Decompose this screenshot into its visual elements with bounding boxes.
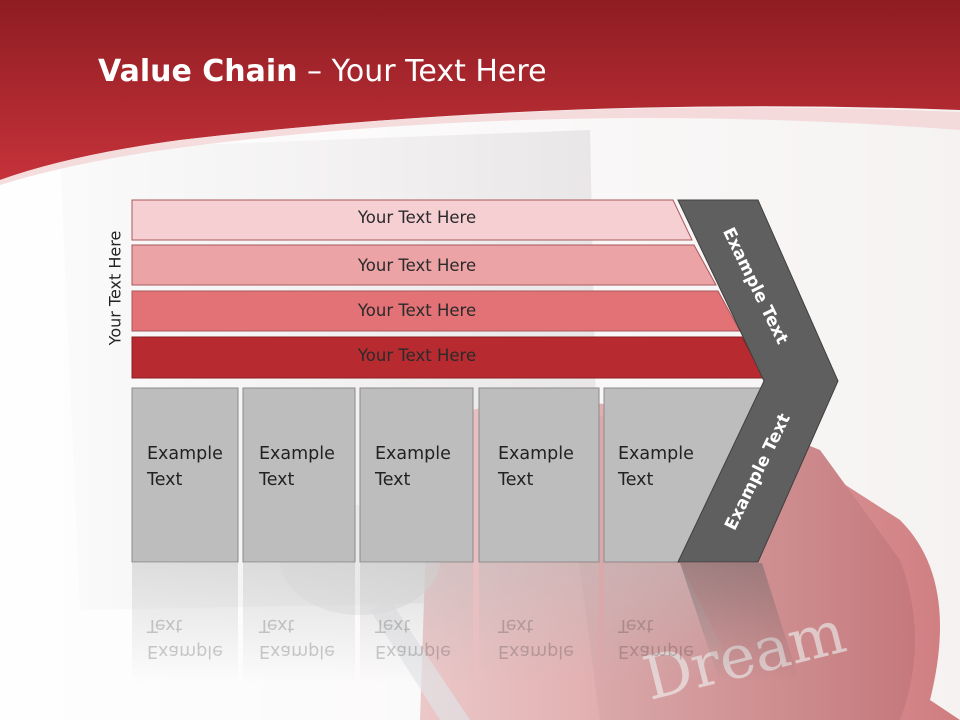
side-label-text: Your Text Here [105, 230, 125, 346]
box-4 [478, 387, 600, 563]
bar-1-label: Your Text Here [357, 208, 477, 227]
box-4-line1: Example [498, 444, 574, 464]
bar-1 [131, 199, 693, 241]
box-1-line1: Example [147, 444, 223, 464]
box-1-line2: Text [147, 470, 183, 490]
bar-3-label: Your Text Here [357, 301, 477, 320]
bar-2 [131, 244, 717, 286]
bar-2-label: Your Text Here [357, 256, 477, 275]
box-5-line2: Text [618, 470, 654, 490]
box-2-line1: Example [259, 444, 335, 464]
box-5-line1: Example [618, 444, 694, 464]
page-title: Value Chain – Your Text Here [98, 54, 547, 89]
title-bold: Value Chain [98, 54, 298, 89]
margin-chevron [677, 199, 839, 563]
bar-4-label: Your Text Here [357, 346, 477, 365]
box-3-line1: Example [375, 444, 451, 464]
box-4-line2: Text [498, 470, 534, 490]
box-1 [131, 387, 239, 563]
box-3 [359, 387, 474, 563]
title-rest: – Your Text Here [297, 54, 547, 89]
box-3-line2: Text [375, 470, 411, 490]
box-2-line2: Text [259, 470, 295, 490]
box-2 [242, 387, 356, 563]
